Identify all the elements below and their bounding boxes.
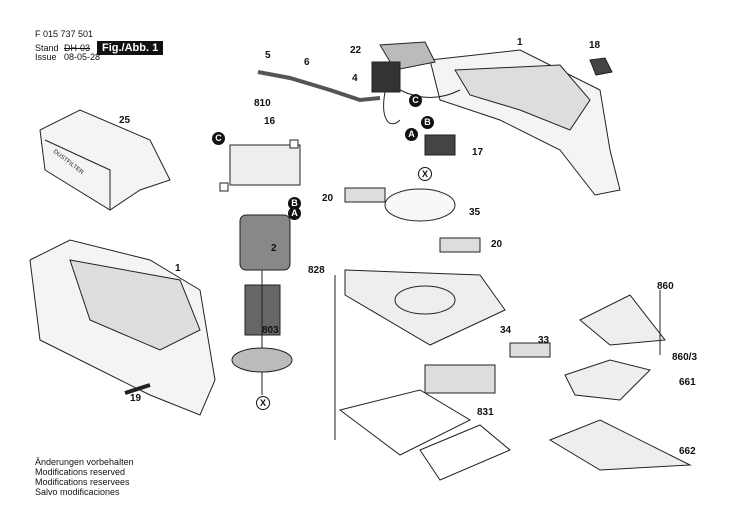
ring-part bbox=[384, 188, 456, 222]
stator-part bbox=[239, 214, 291, 271]
part-label: 1 bbox=[517, 37, 523, 48]
brush-holder-part bbox=[229, 144, 301, 186]
part-label: 803 bbox=[262, 325, 279, 336]
cap-part bbox=[589, 57, 613, 76]
marker-b: B bbox=[288, 197, 301, 210]
switch-part bbox=[371, 61, 401, 93]
capacitor-part bbox=[424, 134, 456, 156]
part-label: 662 bbox=[679, 446, 696, 457]
part-label: 16 bbox=[264, 116, 276, 127]
footer-line: Salvo modificaciones bbox=[35, 487, 120, 497]
part-label: 20 bbox=[491, 239, 503, 250]
stand-value: DH-03 bbox=[64, 43, 91, 53]
pad-part bbox=[424, 364, 496, 394]
tip-plate-part bbox=[548, 419, 692, 471]
clamp-part bbox=[344, 187, 386, 203]
tip-plate-part bbox=[564, 359, 651, 401]
part-label: 5 bbox=[265, 50, 271, 61]
part-label: 828 bbox=[308, 265, 325, 276]
marker-c: C bbox=[212, 132, 225, 145]
dust-filter-part bbox=[39, 109, 171, 211]
part-label: 6 bbox=[304, 57, 310, 68]
footer-line: Modifications reserved bbox=[35, 467, 126, 477]
stand-label: Stand bbox=[35, 43, 59, 53]
marker-b: B bbox=[421, 116, 434, 129]
part-label: 810 bbox=[254, 98, 271, 109]
power-cable bbox=[257, 70, 381, 103]
part-label: 20 bbox=[322, 193, 334, 204]
part-label: 33 bbox=[538, 335, 550, 346]
marker-a: A bbox=[405, 128, 418, 141]
part-label: 17 bbox=[472, 147, 484, 158]
part-label: 25 bbox=[119, 115, 131, 126]
part-label: 35 bbox=[469, 207, 481, 218]
part-label: 2 bbox=[271, 243, 277, 254]
marker-x: X bbox=[418, 167, 432, 181]
part-label: 18 bbox=[589, 40, 601, 51]
part-label: 860 bbox=[657, 281, 674, 292]
part-label: 4 bbox=[352, 73, 358, 84]
marker-c: C bbox=[409, 94, 422, 107]
part-label: 1 bbox=[175, 263, 181, 274]
footer-line: Änderungen vorbehalten bbox=[35, 457, 134, 467]
tip-plate-part bbox=[579, 294, 666, 346]
fan-part bbox=[231, 347, 293, 373]
part-label: 860/3 bbox=[672, 352, 698, 363]
issue-label: Issue bbox=[35, 52, 57, 62]
marker-x: X bbox=[256, 396, 270, 410]
issue-value: 08-05-28 bbox=[64, 52, 101, 62]
part-label: 22 bbox=[350, 45, 362, 56]
part-label: 34 bbox=[500, 325, 512, 336]
clamp-part bbox=[439, 237, 481, 253]
lever-part bbox=[509, 342, 551, 358]
figure-label: Fig./Abb. 1 bbox=[97, 41, 164, 55]
marker-a: A bbox=[288, 207, 301, 220]
sanding-sheet bbox=[419, 424, 511, 481]
part-label: 831 bbox=[477, 407, 494, 418]
part-label: 19 bbox=[130, 393, 142, 404]
footer-line: Modifications reservees bbox=[35, 477, 130, 487]
screw-part bbox=[124, 383, 151, 395]
base-plate-part bbox=[344, 269, 506, 346]
sanding-sheet bbox=[338, 389, 472, 456]
part-number: F 015 737 501 bbox=[35, 29, 94, 39]
part-label: 661 bbox=[679, 377, 696, 388]
